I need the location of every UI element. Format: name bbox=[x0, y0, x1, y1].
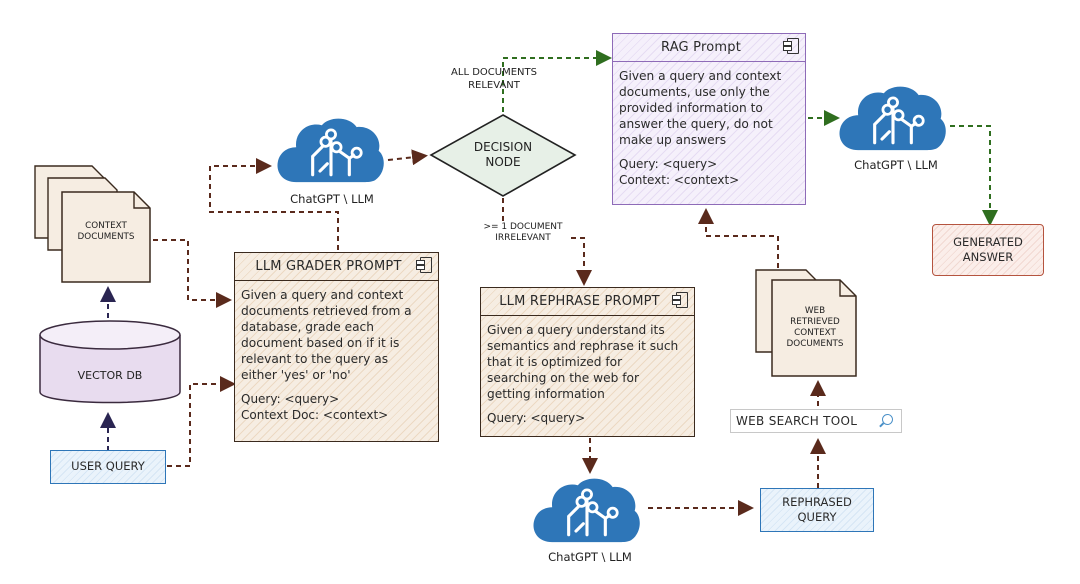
component-icon bbox=[672, 292, 688, 308]
llm-cloud-icon-bottom bbox=[532, 477, 642, 544]
rag-var-context: Context: <context> bbox=[619, 173, 740, 187]
rag-prompt-box: RAG Prompt Given a query and context doc… bbox=[612, 33, 806, 205]
component-icon bbox=[416, 257, 432, 273]
generated-answer-label: GENERATED ANSWER bbox=[953, 235, 1023, 264]
grader-prompt-body: Given a query and context documents retr… bbox=[241, 288, 412, 382]
grader-var-query: Query: <query> bbox=[241, 392, 340, 406]
edge-userquery-grader bbox=[167, 376, 236, 467]
llm-cloud-icon-right bbox=[838, 85, 948, 152]
rag-prompt-title: RAG Prompt bbox=[613, 34, 805, 62]
context-documents-label: CONTEXT DOCUMENTS bbox=[77, 221, 135, 242]
vector-db-icon bbox=[39, 320, 181, 404]
edge-decision-rag bbox=[502, 50, 612, 112]
llm-label-top: ChatGPT \ LLM bbox=[290, 192, 374, 206]
rephrased-query-node: REPHRASED QUERY bbox=[760, 488, 874, 532]
rag-var-query: Query: <query> bbox=[619, 157, 718, 171]
rephrase-prompt-body: Given a query understand its semantics a… bbox=[487, 323, 679, 401]
rephrased-query-label: REPHRASED QUERY bbox=[782, 495, 852, 524]
grader-prompt-box: LLM GRADER PROMPT Given a query and cont… bbox=[234, 252, 439, 442]
llm-label-bottom: ChatGPT \ LLM bbox=[548, 550, 632, 564]
vector-db-label: VECTOR DB bbox=[77, 369, 143, 382]
grader-var-context: Context Doc: <context> bbox=[241, 408, 389, 422]
web-search-tool-label: WEB SEARCH TOOL bbox=[736, 414, 858, 428]
edge-label-all-relevant: ALL DOCUMENTS RELEVANT bbox=[451, 67, 537, 91]
web-documents-icon bbox=[755, 269, 857, 377]
edge-llm-decision bbox=[387, 149, 428, 166]
web-search-tool: WEB SEARCH TOOL bbox=[730, 409, 902, 433]
rephrase-var-query: Query: <query> bbox=[487, 411, 586, 425]
decision-node-label: DECISION NODE bbox=[473, 140, 533, 169]
edge-decision-rephrase bbox=[502, 198, 592, 286]
grader-prompt-title: LLM GRADER PROMPT bbox=[235, 253, 438, 281]
edge-docs-grader bbox=[153, 239, 232, 308]
rephrase-prompt-title: LLM REPHRASE PROMPT bbox=[481, 288, 694, 316]
user-query-label: USER QUERY bbox=[71, 459, 145, 473]
generated-answer-node: GENERATED ANSWER bbox=[932, 224, 1044, 276]
rephrase-prompt-box: LLM REPHRASE PROMPT Given a query unders… bbox=[480, 287, 695, 437]
search-icon bbox=[882, 414, 893, 425]
edge-label-irrelevant: >= 1 DOCUMENT IRRELEVANT bbox=[476, 222, 570, 244]
llm-cloud-icon-top bbox=[276, 117, 386, 184]
user-query-node: USER QUERY bbox=[50, 450, 166, 484]
rag-prompt-body: Given a query and context documents, use… bbox=[619, 69, 782, 147]
context-documents-icon bbox=[34, 165, 151, 283]
rag-prompt-vars: Query: <query> Context: <context> bbox=[613, 148, 805, 188]
rephrase-prompt-vars: Query: <query> bbox=[481, 402, 694, 426]
edge-grader-llm bbox=[209, 158, 339, 250]
grader-prompt-vars: Query: <query> Context Doc: <context> bbox=[235, 383, 438, 423]
decision-node-shape bbox=[429, 114, 577, 197]
edge-llm-answer bbox=[950, 125, 998, 226]
web-documents-label: WEB RETRIEVED CONTEXT DOCUMENTS bbox=[786, 306, 844, 349]
llm-label-right: ChatGPT \ LLM bbox=[854, 158, 938, 172]
component-icon bbox=[783, 38, 799, 54]
edge-webdocs-rag bbox=[698, 208, 779, 268]
